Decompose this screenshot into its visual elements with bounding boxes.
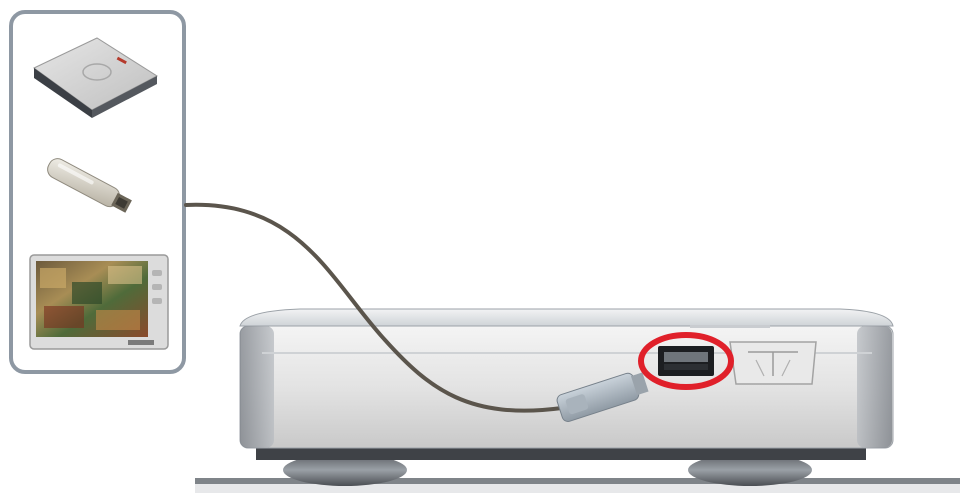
usb-port — [658, 346, 714, 376]
portable-media-player-icon — [30, 255, 168, 349]
card-reader-slot — [730, 342, 816, 384]
